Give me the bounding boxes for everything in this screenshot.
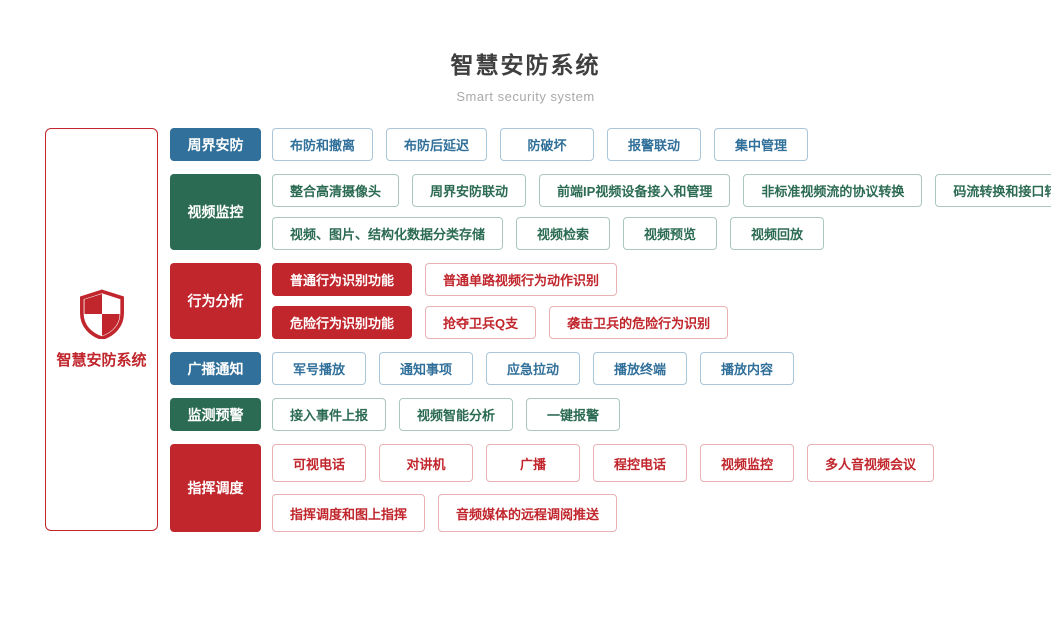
feature-box: 音频媒体的远程调阅推送 xyxy=(438,494,618,532)
page-header: 智慧安防系统 Smart security system xyxy=(0,0,1051,104)
feature-lines: 军号播放通知事项应急拉动播放终端播放内容 xyxy=(272,352,794,385)
feature-box: 播放终端 xyxy=(593,352,687,385)
feature-line: 接入事件上报视频智能分析一键报警 xyxy=(272,398,621,431)
feature-groups: 周界安防 布防和撤离布防后延迟防破坏报警联动集中管理 视频监控 整合高清摄像头周… xyxy=(170,128,1051,532)
feature-box: 周界安防联动 xyxy=(412,174,527,207)
feature-line: 布防和撤离布防后延迟防破坏报警联动集中管理 xyxy=(272,128,809,161)
category-box: 周界安防 xyxy=(170,128,261,161)
root-label: 智慧安防系统 xyxy=(56,352,147,369)
feature-box: 非标准视频流的协议转换 xyxy=(743,174,923,207)
feature-box: 接入事件上报 xyxy=(272,398,387,431)
feature-line: 军号播放通知事项应急拉动播放终端播放内容 xyxy=(272,352,794,385)
page-title: 智慧安防系统 xyxy=(450,52,601,78)
feature-group: 视频监控 整合高清摄像头周界安防联动前端IP视频设备接入和管理非标准视频流的协议… xyxy=(170,174,1051,250)
category-box: 行为分析 xyxy=(170,263,261,339)
feature-box: 报警联动 xyxy=(607,128,702,161)
feature-box: 布防后延迟 xyxy=(386,128,488,161)
page-subtitle: Smart security system xyxy=(456,89,595,104)
feature-line: 整合高清摄像头周界安防联动前端IP视频设备接入和管理非标准视频流的协议转换码流转… xyxy=(272,174,1051,207)
feature-box: 布防和撤离 xyxy=(272,128,374,161)
feature-box: 视频、图片、结构化数据分类存储 xyxy=(272,217,504,250)
feature-line: 可视电话对讲机广播程控电话视频监控多人音视频会议 xyxy=(272,444,935,482)
feature-box: 防破坏 xyxy=(500,128,595,161)
feature-box: 一键报警 xyxy=(526,398,621,431)
feature-box: 整合高清摄像头 xyxy=(272,174,400,207)
feature-lines: 整合高清摄像头周界安防联动前端IP视频设备接入和管理非标准视频流的协议转换码流转… xyxy=(272,174,1051,250)
category-box: 视频监控 xyxy=(170,174,261,250)
feature-box: 普通行为识别功能 xyxy=(272,263,413,296)
category-box: 指挥调度 xyxy=(170,444,261,532)
category-box: 监测预警 xyxy=(170,398,261,431)
feature-box: 码流转换和接口转换 xyxy=(935,174,1051,207)
feature-box: 多人音视频会议 xyxy=(807,444,935,482)
feature-box: 袭击卫兵的危险行为识别 xyxy=(549,306,729,339)
feature-lines: 普通行为识别功能普通单路视频行为动作识别危险行为识别功能抢夺卫兵Q支袭击卫兵的危… xyxy=(272,263,729,339)
feature-box: 视频监控 xyxy=(700,444,794,482)
feature-group: 行为分析 普通行为识别功能普通单路视频行为动作识别危险行为识别功能抢夺卫兵Q支袭… xyxy=(170,263,1051,339)
feature-box: 危险行为识别功能 xyxy=(272,306,413,339)
feature-box: 前端IP视频设备接入和管理 xyxy=(539,174,731,207)
feature-box: 普通单路视频行为动作识别 xyxy=(425,263,618,296)
feature-lines: 接入事件上报视频智能分析一键报警 xyxy=(272,398,621,431)
feature-box: 视频检索 xyxy=(516,217,611,250)
feature-box: 播放内容 xyxy=(700,352,794,385)
feature-box: 通知事项 xyxy=(379,352,473,385)
feature-box: 可视电话 xyxy=(272,444,366,482)
feature-box: 视频预览 xyxy=(623,217,718,250)
feature-box: 集中管理 xyxy=(714,128,809,161)
feature-line: 指挥调度和图上指挥音频媒体的远程调阅推送 xyxy=(272,494,934,532)
feature-lines: 布防和撤离布防后延迟防破坏报警联动集中管理 xyxy=(272,128,809,161)
feature-line: 视频、图片、结构化数据分类存储视频检索视频预览视频回放 xyxy=(272,217,1051,250)
feature-group: 指挥调度 可视电话对讲机广播程控电话视频监控多人音视频会议指挥调度和图上指挥音频… xyxy=(170,444,1051,532)
feature-line: 普通行为识别功能普通单路视频行为动作识别 xyxy=(272,263,728,296)
feature-box: 对讲机 xyxy=(379,444,473,482)
feature-box: 程控电话 xyxy=(593,444,687,482)
feature-box: 抢夺卫兵Q支 xyxy=(425,306,537,339)
feature-box: 指挥调度和图上指挥 xyxy=(272,494,426,532)
feature-line: 危险行为识别功能抢夺卫兵Q支袭击卫兵的危险行为识别 xyxy=(272,306,729,339)
feature-group: 监测预警 接入事件上报视频智能分析一键报警 xyxy=(170,398,1051,431)
feature-group: 周界安防 布防和撤离布防后延迟防破坏报警联动集中管理 xyxy=(170,128,1051,161)
feature-box: 军号播放 xyxy=(272,352,366,385)
root-node: 智慧安防系统 xyxy=(45,128,158,531)
category-box: 广播通知 xyxy=(170,352,261,385)
feature-box: 视频智能分析 xyxy=(399,398,514,431)
feature-lines: 可视电话对讲机广播程控电话视频监控多人音视频会议指挥调度和图上指挥音频媒体的远程… xyxy=(272,444,935,532)
feature-box: 视频回放 xyxy=(730,217,825,250)
shield-check-icon xyxy=(79,289,124,339)
feature-box: 应急拉动 xyxy=(486,352,580,385)
feature-group: 广播通知 军号播放通知事项应急拉动播放终端播放内容 xyxy=(170,352,1051,385)
feature-box: 广播 xyxy=(486,444,580,482)
